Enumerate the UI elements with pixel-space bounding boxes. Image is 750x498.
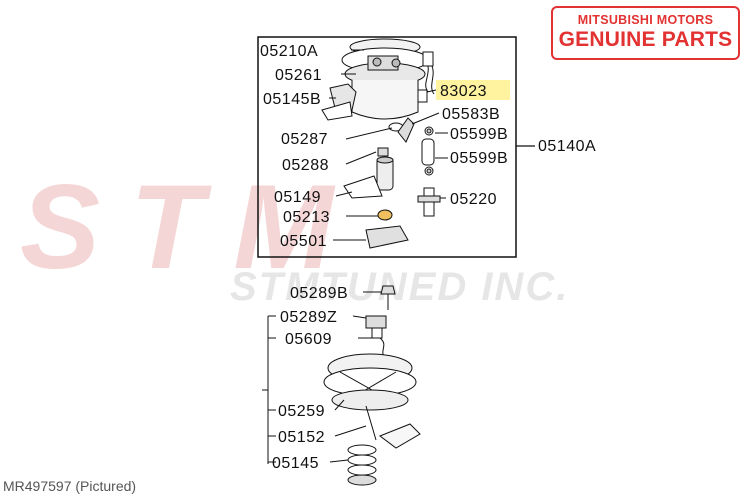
- label-05213: 05213: [283, 209, 330, 226]
- label-05259: 05259: [278, 403, 325, 420]
- mitsubishi-genuine-parts-logo: MITSUBISHI MOTORS GENUINE PARTS: [551, 6, 740, 60]
- label-05599B-bottom: 05599B: [450, 150, 508, 167]
- upper-leaders: [329, 49, 448, 241]
- label-05261: 05261: [275, 67, 322, 84]
- label-05287: 05287: [281, 131, 328, 148]
- label-05501: 05501: [280, 233, 327, 250]
- label-05220: 05220: [450, 191, 497, 208]
- label-05149: 05149: [274, 189, 321, 206]
- logo-line1: MITSUBISHI MOTORS: [577, 13, 714, 27]
- lower-sender-assembly: [323, 285, 421, 486]
- label-05152: 05152: [278, 429, 325, 446]
- label-05609: 05609: [285, 331, 332, 348]
- label-05145B: 05145B: [263, 91, 321, 108]
- label-05289B: 05289B: [290, 285, 348, 302]
- label-05599B-top: 05599B: [450, 126, 508, 143]
- label-05145: 05145: [272, 455, 319, 472]
- lower-leaders: [262, 291, 381, 464]
- label-05288: 05288: [282, 157, 329, 174]
- label-05289Z: 05289Z: [280, 309, 337, 326]
- lower-labels: 05289B 05289Z 05609 05259 05152 05145: [272, 285, 348, 472]
- logo-line2: GENUINE PARTS: [558, 28, 733, 51]
- watermark-big: STM: [20, 160, 363, 294]
- highlight-83023: [436, 80, 510, 100]
- upper-pump-assembly: [321, 38, 441, 249]
- label-05210A: 05210A: [260, 43, 318, 60]
- label-83023: 83023: [440, 83, 487, 100]
- part-number-caption: MR497597 (Pictured): [3, 478, 137, 494]
- upper-labels: 05210A 05261 05145B 83023 05583B 05287 0…: [260, 43, 596, 250]
- stm-watermark: STM STMTUNED INC.: [20, 160, 569, 309]
- label-05140A: 05140A: [538, 138, 596, 155]
- assembly-box: [257, 36, 517, 258]
- label-05583B: 05583B: [442, 106, 500, 123]
- watermark-small: STMTUNED INC.: [230, 265, 569, 309]
